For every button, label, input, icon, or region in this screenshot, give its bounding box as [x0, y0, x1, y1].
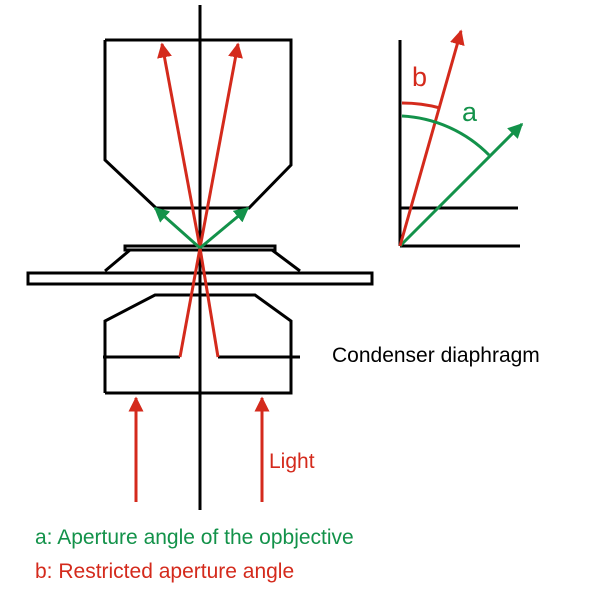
- incoming-light-arrows: [128, 396, 270, 502]
- light-rays: [157, 42, 243, 358]
- angle-b-label: b: [412, 62, 427, 92]
- ray-left-upper-arrow: [157, 42, 202, 249]
- inset-aperture-ray-arrow: [398, 122, 524, 248]
- ray-right-lower: [198, 247, 220, 358]
- condenser-diaphragm-label: Condenser diaphragm: [332, 344, 540, 367]
- legend-a: a: Aperture angle of the opbjective: [35, 526, 354, 549]
- aperture-ray-right-arrow: [199, 206, 250, 250]
- aperture-ray-left-arrow: [153, 206, 201, 250]
- legend-b: b: Restricted aperture angle: [35, 560, 294, 583]
- angle-a-label: a: [462, 97, 478, 127]
- ray-right-upper-arrow: [198, 42, 243, 249]
- stage: [26, 271, 374, 286]
- aperture-rays: [153, 206, 250, 250]
- light-label: Light: [269, 450, 315, 473]
- condenser-lens: [103, 293, 293, 395]
- angle-a-arc: [401, 114, 491, 157]
- angle-inset: [398, 29, 524, 248]
- inset-restricted-ray-arrow: [398, 29, 465, 247]
- ray-left-lower: [178, 247, 202, 358]
- angle-b-arc: [401, 101, 441, 110]
- schematic-outlines: [26, 5, 374, 510]
- objective-lens: [103, 38, 293, 210]
